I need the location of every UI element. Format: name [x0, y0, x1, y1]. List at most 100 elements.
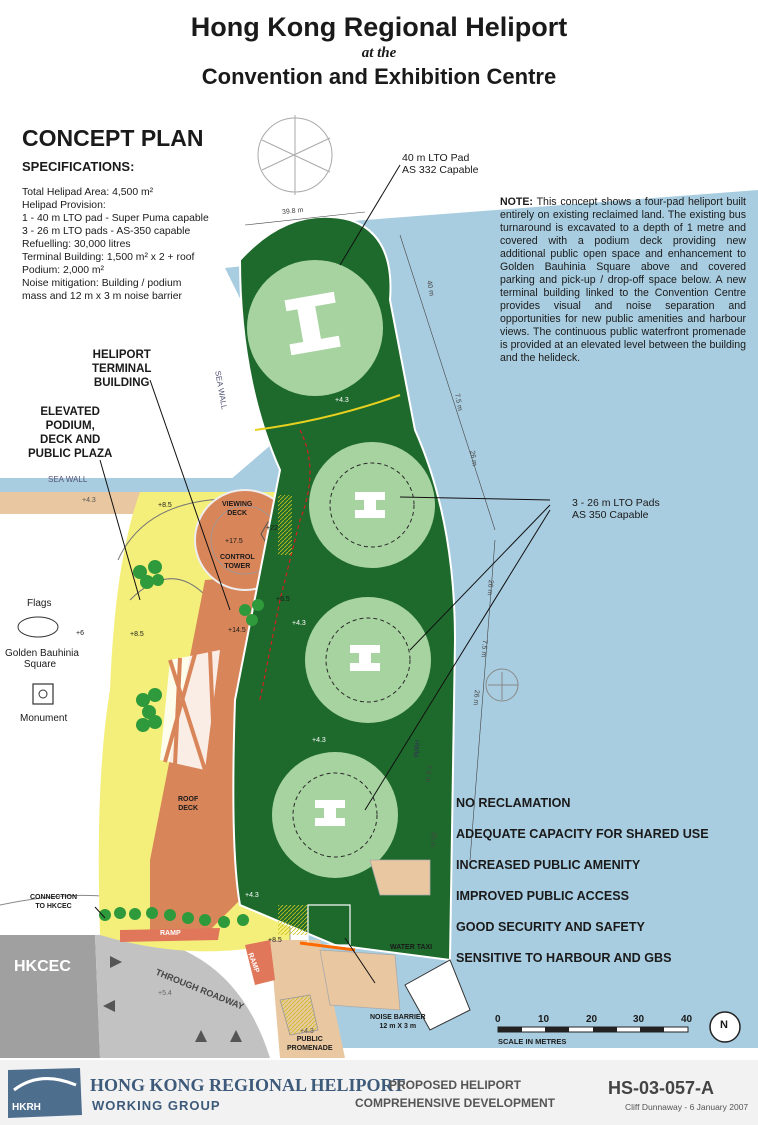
benefit-item: NO RECLAMATION	[456, 796, 571, 810]
podium-label-line: DECK AND	[40, 434, 101, 446]
podium-label-line: PODIUM,	[45, 420, 95, 432]
seawall-paving	[0, 492, 140, 514]
noise-barrier-line: NOISE BARRIER	[370, 1014, 426, 1021]
organisation-subtitle: WORKING GROUP	[92, 1098, 221, 1113]
level-label: +4.3	[82, 497, 96, 504]
hkcec-building-shape	[0, 935, 100, 1058]
ramp-label: RAMP	[160, 930, 181, 937]
small-pad-2-ring	[325, 617, 411, 703]
roof-deck-label: ROOF DECK	[178, 795, 198, 813]
noise-barrier-line	[299, 941, 356, 952]
level-label: +17.5	[225, 538, 243, 545]
benefit-item: GOOD SECURITY AND SAFETY	[456, 920, 645, 934]
podium-label-line: PUBLIC PLAZA	[28, 448, 113, 460]
small-pads-callout: 3 - 26 m LTO Pads AS 350 Capable	[572, 497, 660, 521]
connection-line: TO HKCEC	[35, 903, 72, 910]
scale-tick: 40	[681, 1014, 693, 1025]
note-text: This concept shows a four-pad heliport b…	[500, 196, 746, 364]
small-pad-3-ring	[292, 772, 378, 858]
water-taxi-gangway	[319, 949, 401, 1011]
stairs-shape	[279, 994, 319, 1036]
level-label: +8.5	[268, 937, 282, 944]
monument-label: Monument	[20, 713, 68, 724]
golden-bauhinia-label: Golden Bauhinia Square	[5, 648, 79, 670]
small-pad-markings	[315, 492, 385, 826]
public-promenade-line: PROMENADE	[287, 1045, 333, 1052]
level-label: +6	[76, 630, 84, 637]
ramp-shape	[120, 928, 220, 942]
noise-barrier-line: 12 m X 3 m	[379, 1023, 417, 1030]
roof-deck-line: DECK	[178, 805, 199, 812]
spec-line: Terminal Building: 1,500 m² x 2 + roof	[22, 252, 195, 263]
noise-barrier-shape	[307, 904, 351, 946]
public-promenade-line: PUBLIC	[296, 1036, 323, 1043]
monument-icon	[32, 683, 54, 705]
roof-deck-line: ROOF	[178, 796, 199, 803]
specifications-list: Total Helipad Area: 4,500 m² Helipad Pro…	[22, 186, 209, 303]
project-title-line: PROPOSED HELIPORT	[388, 1078, 522, 1092]
organisation-name: HONG KONG REGIONAL HELIPORT	[90, 1075, 405, 1095]
dimension-label: 26 m	[428, 831, 437, 848]
hatched-walkway	[278, 495, 292, 555]
terminal-label-line: TERMINAL	[92, 363, 152, 375]
water-taxi-boat	[404, 959, 471, 1031]
ramp-shape-2	[245, 940, 275, 985]
terminal-label-line: BUILDING	[93, 377, 150, 389]
large-pad-h-right	[289, 335, 341, 356]
level-label: +4.3	[300, 1028, 314, 1035]
terminal-label-line: HELIPORT	[92, 349, 151, 361]
spec-line: Podium: 2,000 m²	[22, 265, 105, 276]
harbour-water-top	[300, 190, 758, 300]
level-label: +14.5	[228, 627, 246, 634]
organisation-abbreviation: HKRH	[12, 1102, 41, 1113]
scale-label: SCALE IN METRES	[498, 1037, 567, 1046]
large-pad-capability: AS 332 Capable	[402, 164, 479, 176]
benefits-list: NO RECLAMATION ADEQUATE CAPACITY FOR SHA…	[456, 788, 709, 974]
level-label: +4.3	[312, 737, 326, 744]
large-pad-h-left	[284, 291, 336, 312]
flags-label: Flags	[27, 598, 52, 609]
scale-tick: 20	[586, 1014, 598, 1025]
small-pads-capability: AS 350 Capable	[572, 509, 649, 521]
level-label: +4.3	[245, 892, 259, 899]
scale-bar	[497, 1026, 689, 1033]
concept-plan-heading: CONCEPT PLAN	[22, 125, 204, 151]
small-pad-1-ring	[329, 462, 415, 548]
hatched-area	[278, 905, 308, 935]
large-pad-label: 40 m LTO Pad	[402, 152, 470, 164]
trees	[99, 560, 264, 928]
viewing-deck-line: DECK	[227, 510, 248, 517]
logo-swoosh	[13, 1077, 77, 1092]
control-tower-line: CONTROL	[220, 554, 255, 561]
yellow-edge-line	[254, 394, 401, 431]
level-label: +4.3	[292, 620, 306, 627]
control-tower-label: CONTROL TOWER	[220, 553, 255, 571]
flags-icon	[17, 616, 59, 638]
viewing-deck-line: VIEWING	[222, 501, 253, 508]
north-arrow-icon	[709, 1011, 741, 1043]
note-label: NOTE:	[500, 196, 533, 208]
hkcec-label: HKCEC	[14, 958, 71, 975]
large-pad-callout: 40 m LTO Pad AS 332 Capable	[402, 152, 478, 176]
safety-net-line	[259, 429, 311, 701]
podium-label-line: ELEVATED	[40, 406, 100, 418]
viewing-deck-label: VIEWING DECK	[222, 500, 252, 518]
connection-label: CONNECTION TO HKCEC	[30, 893, 77, 911]
scale-tick: 30	[633, 1014, 645, 1025]
seawall-strip	[0, 478, 290, 492]
spec-line: Total Helipad Area: 4,500 m²	[22, 187, 154, 198]
page-location: Convention and Exhibition Centre	[201, 64, 557, 89]
golden-bauhinia-line: Golden Bauhinia	[5, 648, 79, 659]
through-roadway-shape	[95, 934, 270, 1058]
roof-lines	[163, 651, 217, 771]
dimension-label: 26 m	[485, 579, 494, 596]
spec-line: 1 - 40 m LTO pad - Super Puma capable	[22, 213, 209, 224]
scale-tick: 10	[538, 1014, 550, 1025]
scale-tick: 0	[495, 1014, 501, 1025]
terminal-callout: HELIPORT TERMINAL BUILDING	[92, 348, 151, 390]
callout-leaders	[94, 164, 551, 984]
noise-barrier-label: NOISE BARRIER 12 m X 3 m	[370, 1013, 426, 1031]
podium-callout: ELEVATED PODIUM, DECK AND PUBLIC PLAZA	[28, 405, 112, 461]
